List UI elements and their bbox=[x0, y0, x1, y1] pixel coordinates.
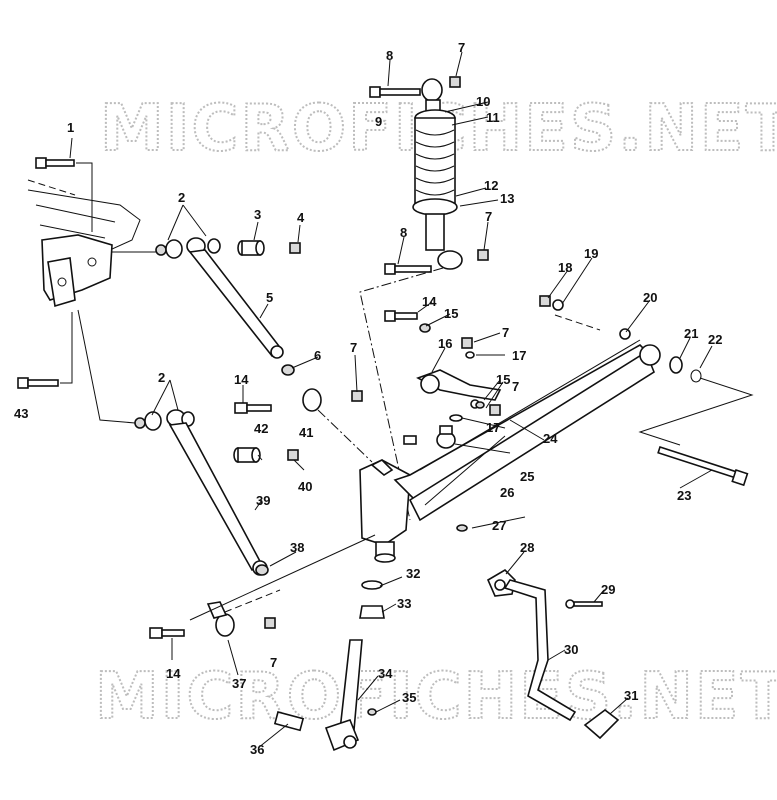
grease-fitting-27 bbox=[456, 524, 468, 532]
callout-29: 29 bbox=[601, 582, 615, 597]
callout-9: 9 bbox=[375, 114, 382, 129]
callout-43: 43 bbox=[14, 406, 28, 421]
callout-17-top: 17 bbox=[512, 348, 526, 363]
bushing-3 bbox=[237, 240, 265, 256]
callout-10: 10 bbox=[476, 94, 490, 109]
ball-joint-41 bbox=[234, 364, 363, 414]
callout-5: 5 bbox=[266, 290, 273, 305]
callout-33: 33 bbox=[397, 596, 411, 611]
ball-joint-37 bbox=[149, 564, 276, 639]
bolt-23 bbox=[657, 445, 749, 487]
callout-27: 27 bbox=[492, 518, 506, 533]
callout-25: 25 bbox=[520, 469, 534, 484]
pedal-assembly bbox=[486, 568, 620, 740]
callout-15-top: 15 bbox=[444, 306, 458, 321]
callout-1: 1 bbox=[67, 120, 74, 135]
callout-42: 42 bbox=[254, 421, 268, 436]
callout-18: 18 bbox=[558, 260, 572, 275]
callout-7-shock: 7 bbox=[485, 209, 492, 224]
callout-40: 40 bbox=[298, 479, 312, 494]
callout-36: 36 bbox=[250, 742, 264, 757]
callout-7-arm: 7 bbox=[502, 325, 509, 340]
callout-7-mid: 7 bbox=[350, 340, 357, 355]
tie-rod-end-25 bbox=[436, 425, 456, 449]
callout-19: 19 bbox=[584, 246, 598, 261]
bushing-26 bbox=[403, 435, 417, 445]
callout-2-upper: 2 bbox=[178, 190, 185, 205]
callout-38: 38 bbox=[290, 540, 304, 555]
spindle-assembly bbox=[359, 344, 661, 563]
callout-13: 13 bbox=[500, 191, 514, 206]
callout-30: 30 bbox=[564, 642, 578, 657]
callout-14-left: 14 bbox=[234, 372, 249, 387]
callout-3: 3 bbox=[254, 207, 261, 222]
callout-39: 39 bbox=[256, 493, 270, 508]
bolt-1 bbox=[35, 157, 75, 169]
callout-2-lower: 2 bbox=[158, 370, 165, 385]
kingpin-34 bbox=[324, 580, 385, 752]
nut-40 bbox=[287, 449, 299, 461]
callout-14-mid: 14 bbox=[422, 294, 437, 309]
shock-absorber bbox=[369, 76, 489, 275]
callout-31: 31 bbox=[624, 688, 638, 703]
lower-a-arm bbox=[134, 409, 268, 576]
callout-32: 32 bbox=[406, 566, 420, 581]
callout-8-top: 8 bbox=[386, 48, 393, 63]
bolt-43 bbox=[17, 377, 59, 389]
callout-7-top: 7 bbox=[458, 40, 465, 55]
bushing-36 bbox=[273, 711, 305, 732]
callout-6: 6 bbox=[314, 348, 321, 363]
callout-35: 35 bbox=[402, 690, 416, 705]
callout-7-arm-lower: 7 bbox=[512, 379, 519, 394]
callout-8-shock: 8 bbox=[400, 225, 407, 240]
callout-23: 23 bbox=[677, 488, 691, 503]
steering-arm-16 bbox=[416, 369, 502, 409]
callout-37: 37 bbox=[232, 676, 246, 691]
callout-41: 41 bbox=[299, 425, 313, 440]
callout-34: 34 bbox=[378, 666, 393, 681]
callout-22: 22 bbox=[708, 332, 722, 347]
callout-11: 11 bbox=[486, 110, 500, 125]
callout-14-bottom: 14 bbox=[166, 666, 181, 681]
callout-24: 24 bbox=[543, 431, 558, 446]
callout-15-low: 15 bbox=[496, 372, 510, 387]
bolt-14 bbox=[384, 310, 396, 322]
callout-28: 28 bbox=[520, 540, 534, 555]
bushing-42 bbox=[233, 447, 261, 463]
callout-12: 12 bbox=[484, 178, 498, 193]
callout-7-bottom: 7 bbox=[270, 655, 277, 670]
callout-26: 26 bbox=[500, 485, 514, 500]
frame-bracket bbox=[27, 179, 141, 308]
callout-17-low: 17 bbox=[486, 420, 500, 435]
callouts: 1 2 3 4 5 6 7 7 7 7 7 7 8 8 9 10 11 12 1… bbox=[14, 40, 722, 757]
nut-4 bbox=[289, 242, 301, 254]
upper-a-arm bbox=[155, 237, 284, 359]
callout-4: 4 bbox=[297, 210, 305, 225]
watermark-bottom: MICROFICHES.NET bbox=[95, 660, 777, 734]
callout-21: 21 bbox=[684, 326, 698, 341]
callout-20: 20 bbox=[643, 290, 657, 305]
callout-16: 16 bbox=[438, 336, 452, 351]
